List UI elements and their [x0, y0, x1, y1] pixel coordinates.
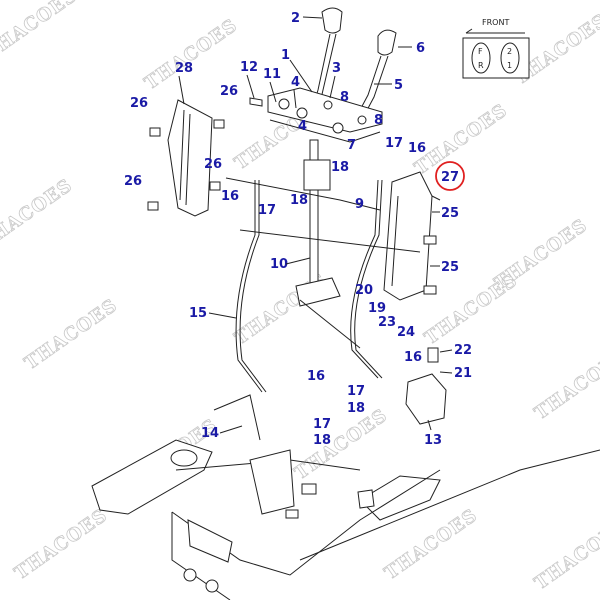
shift-r-label: R: [478, 61, 484, 70]
left-cover: [147, 99, 225, 217]
callout-27: 27: [441, 170, 459, 185]
watermark-text: THACOES: [21, 295, 122, 374]
callout-8a: 8: [340, 90, 349, 105]
watermark-text: THACOES: [141, 15, 242, 94]
callout-26b: 26: [220, 84, 238, 99]
callout-18c: 18: [347, 401, 365, 416]
callout-24: 24: [397, 325, 415, 340]
watermark-text: THACOES: [291, 405, 392, 484]
callout-9: 9: [355, 197, 364, 212]
watermark-text: THACOES: [531, 345, 600, 424]
shift-1-label: 1: [507, 61, 512, 70]
highlight-circle: [435, 161, 465, 191]
front-label: FRONT: [482, 18, 509, 27]
callout-6: 6: [416, 41, 425, 56]
watermark-text: THACOES: [11, 505, 112, 584]
watermark-text: THACOES: [0, 0, 81, 64]
callout-4b: 4: [298, 119, 307, 134]
callout-14: 14: [201, 426, 219, 441]
callout-25a: 25: [441, 206, 459, 221]
watermark-text: THACOES: [491, 215, 592, 294]
watermark-text: THACOES: [381, 505, 482, 584]
callout-labels: 2 1 6 3 5 28 12 11 4 4 8 8 26 26 26 26 7…: [124, 11, 472, 448]
callout-17b: 17: [258, 203, 276, 218]
callout-2: 2: [291, 11, 300, 26]
callout-1: 1: [281, 48, 290, 63]
base-structure: [91, 394, 600, 600]
callout-7: 7: [347, 138, 356, 153]
callout-26a: 26: [130, 96, 148, 111]
callout-16d: 16: [307, 369, 325, 384]
lower-bracket: [405, 347, 447, 425]
callout-26c: 26: [204, 157, 222, 172]
callout-13: 13: [424, 433, 442, 448]
callout-17a: 17: [385, 136, 403, 151]
leader-lines: [178, 16, 453, 434]
callout-18b: 18: [290, 193, 308, 208]
callout-16a: 16: [408, 141, 426, 156]
control-cables: [225, 177, 421, 393]
right-cover: [383, 171, 437, 301]
callout-8b: 8: [374, 113, 383, 128]
front-shift-pattern: FRONT F R 2 1: [462, 18, 530, 79]
lever-assembly: [249, 7, 397, 307]
callout-10: 10: [270, 257, 288, 272]
callout-21: 21: [454, 366, 472, 381]
callout-22: 22: [454, 343, 472, 358]
callout-18a: 18: [331, 160, 349, 175]
callout-20: 20: [355, 283, 373, 298]
callout-16c: 16: [404, 350, 422, 365]
callout-25b: 25: [441, 260, 459, 275]
callout-5: 5: [394, 78, 403, 93]
watermark-text: THACOES: [531, 515, 600, 594]
callout-3: 3: [332, 61, 341, 76]
callout-26d: 26: [124, 174, 142, 189]
callout-4a: 4: [291, 75, 300, 90]
shift-f-label: F: [478, 47, 483, 56]
callout-23: 23: [378, 315, 396, 330]
callout-28: 28: [175, 61, 193, 76]
callout-17d: 17: [313, 417, 331, 432]
callout-12: 12: [240, 60, 258, 75]
callout-11: 11: [263, 67, 281, 82]
shift-2-label: 2: [507, 47, 512, 56]
callout-16b: 16: [221, 189, 239, 204]
callout-19: 19: [368, 301, 386, 316]
callout-17c: 17: [347, 384, 365, 399]
callout-15: 15: [189, 306, 207, 321]
callout-18d: 18: [313, 433, 331, 448]
watermark-text: THACOES: [0, 175, 76, 254]
